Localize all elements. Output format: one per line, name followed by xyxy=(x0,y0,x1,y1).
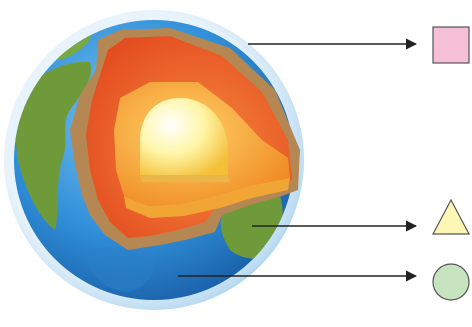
marker-circle xyxy=(432,263,470,301)
continent-left xyxy=(15,61,91,230)
outer-core-face xyxy=(124,178,290,218)
marker-square xyxy=(432,26,470,64)
inner-core-base xyxy=(140,175,230,182)
marker-triangle xyxy=(432,198,470,235)
inner-core-layer xyxy=(140,98,228,175)
continent-bottom xyxy=(88,247,154,292)
